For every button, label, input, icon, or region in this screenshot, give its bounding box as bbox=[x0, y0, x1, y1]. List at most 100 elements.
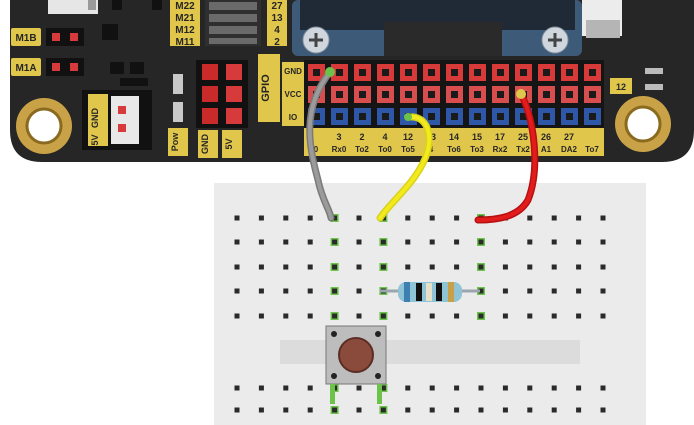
controller-board: M1B M1A M22 M21 M12 M11 27 13 4 2 bbox=[10, 0, 694, 162]
breadboard-hole bbox=[405, 313, 411, 319]
breadboard-hole bbox=[405, 215, 411, 221]
breadboard-hole bbox=[405, 264, 411, 270]
breadboard-hole bbox=[258, 385, 264, 391]
breadboard-hole bbox=[356, 239, 362, 245]
breadboard-hole bbox=[283, 264, 289, 270]
motor-label: M1B bbox=[15, 33, 36, 44]
switch-value: 13 bbox=[271, 13, 283, 24]
button-cap[interactable] bbox=[338, 337, 374, 373]
breadboard-hole bbox=[332, 288, 338, 294]
pin-number: 14 bbox=[449, 132, 459, 142]
breadboard-hole bbox=[307, 215, 313, 221]
breadboard-hole bbox=[551, 385, 557, 391]
breadboard-hole bbox=[527, 239, 533, 245]
breadboard-hole bbox=[478, 239, 484, 245]
switch-value: 4 bbox=[274, 25, 280, 36]
pin-function: To7 bbox=[585, 145, 599, 154]
breadboard-hole bbox=[600, 215, 606, 221]
breadboard-hole bbox=[258, 264, 264, 270]
switch-label: M11 bbox=[176, 37, 195, 48]
breadboard-hole bbox=[576, 407, 582, 413]
breadboard-hole bbox=[576, 288, 582, 294]
breadboard-hole bbox=[576, 264, 582, 270]
gpio-header bbox=[308, 64, 601, 125]
breadboard-hole bbox=[429, 264, 435, 270]
breadboard-hole bbox=[478, 288, 484, 294]
breadboard-hole bbox=[234, 385, 240, 391]
rail-label-io: IO bbox=[289, 113, 297, 122]
breadboard-hole bbox=[234, 264, 240, 270]
motor-label: M1A bbox=[15, 63, 36, 74]
pin-function: Rx2 bbox=[493, 145, 508, 154]
switch-value: 27 bbox=[271, 1, 283, 12]
breadboard-hole bbox=[283, 288, 289, 294]
breadboard-hole bbox=[576, 215, 582, 221]
breadboard-hole bbox=[332, 407, 338, 413]
breadboard-hole bbox=[551, 264, 557, 270]
breadboard-hole bbox=[454, 385, 460, 391]
pin-function: DA2 bbox=[561, 145, 578, 154]
breadboard-hole bbox=[332, 239, 338, 245]
breadboard-hole bbox=[356, 264, 362, 270]
breadboard-hole bbox=[405, 407, 411, 413]
breadboard-hole bbox=[502, 385, 508, 391]
breadboard-hole bbox=[551, 407, 557, 413]
breadboard-hole bbox=[283, 313, 289, 319]
power-label: 5V bbox=[90, 134, 100, 145]
breadboard-hole bbox=[527, 385, 533, 391]
breadboard-hole bbox=[429, 407, 435, 413]
breadboard-hole bbox=[356, 407, 362, 413]
rail-label-vcc: VCC bbox=[285, 90, 302, 99]
breadboard-hole bbox=[600, 264, 606, 270]
breadboard-hole bbox=[478, 385, 484, 391]
breadboard-hole bbox=[380, 407, 386, 413]
breadboard-hole bbox=[283, 407, 289, 413]
switch-label: M22 bbox=[175, 1, 195, 12]
switch-label: M12 bbox=[175, 25, 195, 36]
breadboard-hole bbox=[283, 239, 289, 245]
breadboard-hole bbox=[429, 239, 435, 245]
breadboard-hole bbox=[258, 313, 264, 319]
pin-function: Tx2 bbox=[516, 145, 530, 154]
resistor-band bbox=[448, 282, 454, 302]
breadboard-hole bbox=[258, 215, 264, 221]
pin-function: To6 bbox=[447, 145, 461, 154]
breadboard-hole bbox=[502, 264, 508, 270]
breadboard-hole bbox=[258, 239, 264, 245]
push-button[interactable] bbox=[325, 325, 387, 404]
breadboard bbox=[214, 183, 646, 425]
breadboard-hole bbox=[405, 239, 411, 245]
breadboard-hole bbox=[600, 407, 606, 413]
breadboard-hole bbox=[527, 288, 533, 294]
breadboard-hole bbox=[234, 407, 240, 413]
breadboard-hole bbox=[454, 264, 460, 270]
pin-number: 27 bbox=[564, 132, 574, 142]
breadboard-hole bbox=[307, 407, 313, 413]
breadboard-hole bbox=[380, 264, 386, 270]
breadboard-hole bbox=[356, 288, 362, 294]
breadboard-hole bbox=[380, 385, 386, 391]
pin-function: To5 bbox=[401, 145, 415, 154]
pin-number: 12 bbox=[403, 132, 413, 142]
breadboard-hole bbox=[576, 385, 582, 391]
breadboard-hole bbox=[478, 264, 484, 270]
rail-label-gnd: GND bbox=[284, 67, 302, 76]
breadboard-hole bbox=[332, 313, 338, 319]
breadboard-hole bbox=[258, 288, 264, 294]
breadboard-hole bbox=[502, 313, 508, 319]
pin-number: 17 bbox=[495, 132, 505, 142]
breadboard-hole bbox=[380, 313, 386, 319]
breadboard-hole bbox=[307, 288, 313, 294]
breadboard-hole bbox=[502, 239, 508, 245]
breadboard-hole bbox=[551, 288, 557, 294]
pin-number: 15 bbox=[472, 132, 482, 142]
gpio-label: GPIO bbox=[260, 74, 272, 102]
breadboard-hole bbox=[502, 288, 508, 294]
breadboard-hole bbox=[600, 385, 606, 391]
breadboard-hole bbox=[576, 313, 582, 319]
breadboard-hole bbox=[478, 407, 484, 413]
pin-number: 26 bbox=[541, 132, 551, 142]
pin-function: 0 bbox=[314, 145, 319, 154]
breadboard-hole bbox=[454, 239, 460, 245]
breadboard-hole bbox=[429, 215, 435, 221]
